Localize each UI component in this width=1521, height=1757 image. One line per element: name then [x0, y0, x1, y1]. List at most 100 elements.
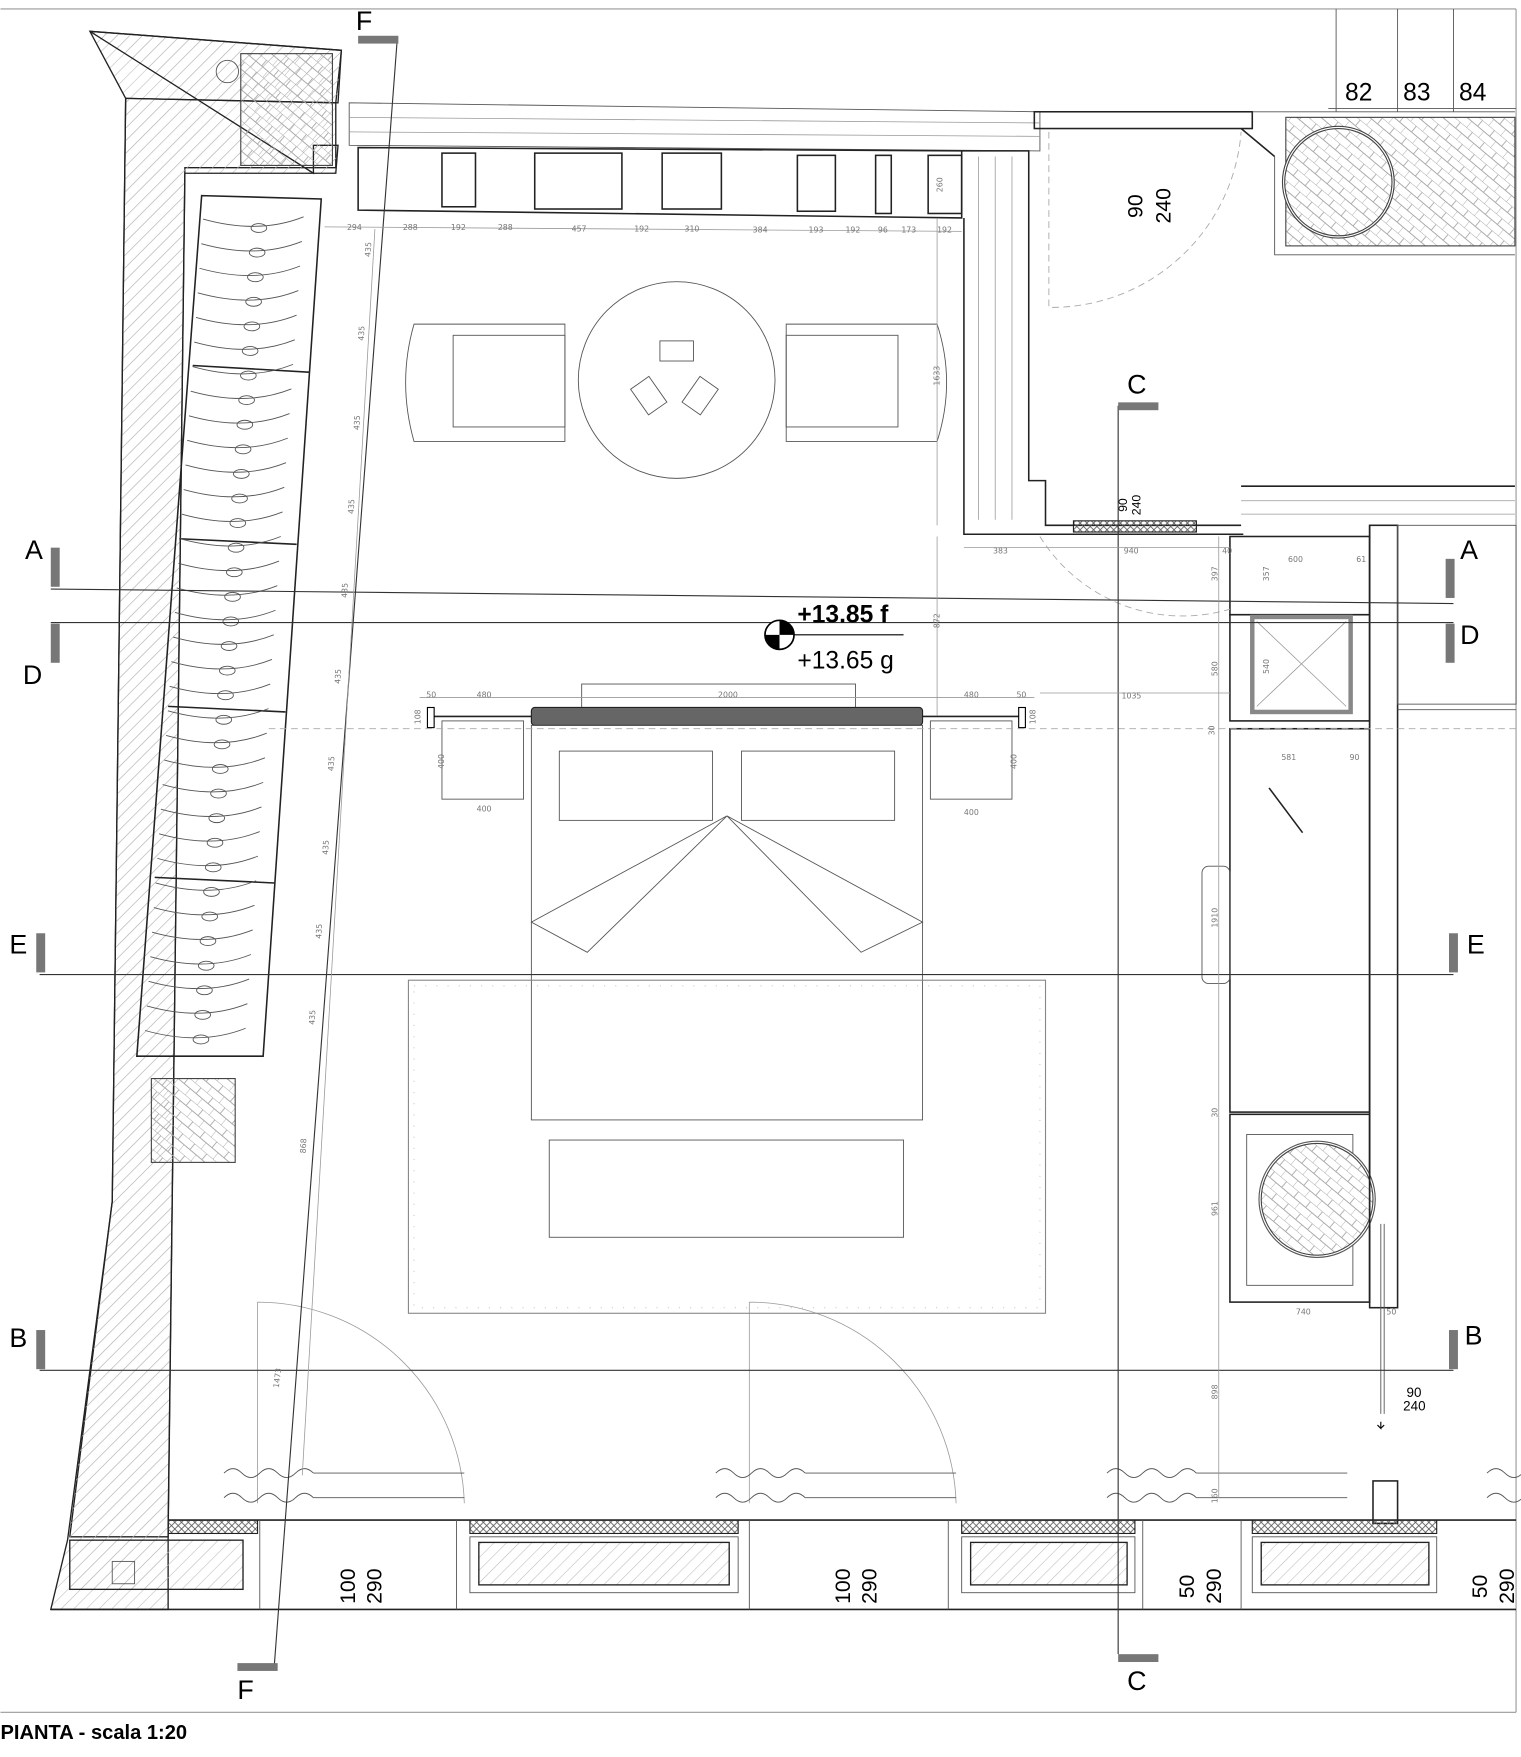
curtains — [223, 1468, 1521, 1503]
svg-text:30: 30 — [1207, 725, 1216, 735]
hanger-hook — [213, 739, 231, 750]
svg-text:40: 40 — [1222, 546, 1232, 555]
svg-text:240: 240 — [1403, 1399, 1425, 1414]
section-label-a-left: A — [25, 535, 43, 565]
svg-text:961: 961 — [1211, 1201, 1220, 1216]
curtain — [1486, 1492, 1521, 1503]
curtain — [715, 1468, 957, 1479]
elevation-upper: +13.85 f — [797, 602, 889, 629]
svg-text:435: 435 — [363, 242, 373, 257]
svg-text:193: 193 — [809, 225, 824, 234]
hanger — [190, 388, 292, 399]
svg-text:1035: 1035 — [1122, 692, 1142, 701]
hanger — [155, 880, 257, 891]
top-wall — [348, 102, 1041, 219]
svg-text:435: 435 — [357, 326, 367, 341]
svg-text:872: 872 — [932, 613, 941, 628]
svg-text:90: 90 — [1116, 498, 1130, 512]
svg-text:192: 192 — [845, 225, 860, 234]
hanger-hook — [211, 764, 229, 774]
hanger — [167, 708, 269, 719]
round-table — [577, 281, 776, 479]
bottom-wall — [50, 1301, 1517, 1611]
hanger — [178, 560, 280, 572]
door-label-right: 90 240 — [1403, 1385, 1425, 1413]
svg-text:1633: 1633 — [932, 366, 941, 386]
hanger-hook — [219, 665, 236, 676]
hanger — [153, 904, 255, 916]
hanger-hook — [231, 493, 248, 504]
armchair-right — [785, 323, 948, 442]
hanger — [183, 486, 285, 498]
section-label-b-left: B — [9, 1323, 27, 1353]
svg-text:108: 108 — [414, 709, 423, 724]
curtain — [1106, 1468, 1348, 1479]
hanger-hook — [210, 788, 227, 799]
window-label-1: 100 290 — [337, 1568, 387, 1603]
armchair-left — [405, 323, 566, 442]
hanger-hook — [203, 886, 220, 897]
svg-text:260: 260 — [936, 177, 945, 192]
svg-text:898: 898 — [1211, 1384, 1220, 1399]
hanger-hook — [229, 518, 247, 528]
hanger — [174, 609, 276, 621]
svg-text:400: 400 — [477, 804, 492, 813]
hanger-hook — [245, 296, 262, 307]
section-label-e-right: E — [1467, 929, 1485, 959]
svg-text:108: 108 — [1028, 709, 1037, 724]
section-label-c-top: C — [1127, 369, 1146, 399]
rug-dots — [413, 985, 1041, 1309]
hanger-hook — [227, 542, 245, 553]
svg-text:384: 384 — [753, 225, 768, 234]
svg-text:192: 192 — [937, 225, 952, 234]
svg-text:288: 288 — [498, 223, 513, 232]
svg-text:1910: 1910 — [1211, 908, 1220, 928]
svg-text:868: 868 — [299, 1138, 309, 1153]
svg-text:192: 192 — [451, 223, 466, 232]
section-label-b-right: B — [1465, 1321, 1483, 1351]
hanger-hook — [215, 714, 233, 725]
right-cabinets — [1201, 485, 1517, 1525]
section-label-a-right: A — [1460, 535, 1478, 565]
curtain — [1106, 1492, 1348, 1503]
svg-text:2000: 2000 — [718, 690, 738, 699]
hanger-hook — [194, 1009, 211, 1020]
svg-text:192: 192 — [634, 224, 649, 233]
svg-text:100: 100 — [337, 1568, 360, 1603]
section-lines — [39, 39, 1454, 1666]
alcove-wall — [961, 8, 1517, 536]
hanger — [146, 1003, 248, 1014]
section-label-d-left: D — [23, 660, 42, 690]
hanger — [150, 954, 252, 965]
svg-text:581: 581 — [1281, 753, 1296, 762]
svg-text:50: 50 — [1176, 1575, 1199, 1599]
section-label-c-bottom: C — [1127, 1666, 1146, 1696]
svg-text:400: 400 — [437, 754, 446, 769]
curtain — [1486, 1468, 1521, 1479]
hanger-hook — [224, 591, 241, 602]
grid-number-84: 84 — [1459, 80, 1486, 107]
svg-text:383: 383 — [993, 546, 1008, 555]
svg-text:435: 435 — [308, 1010, 318, 1025]
hanger-hook — [220, 641, 238, 651]
svg-text:290: 290 — [859, 1568, 882, 1603]
hanger-hook — [226, 567, 243, 578]
svg-text:940: 940 — [1124, 546, 1139, 555]
hanger-hook — [196, 985, 213, 996]
svg-text:740: 740 — [1296, 1307, 1311, 1316]
svg-text:50: 50 — [1386, 1307, 1396, 1316]
hanger — [158, 831, 260, 842]
hanger-hook — [243, 321, 261, 332]
elevation-lower: +13.65 g — [797, 647, 893, 674]
bed — [426, 683, 1026, 1121]
hanger — [169, 683, 271, 695]
svg-text:580: 580 — [1211, 661, 1220, 676]
svg-text:600: 600 — [1288, 555, 1303, 564]
svg-text:290: 290 — [364, 1568, 387, 1603]
hanger-hook — [192, 1034, 210, 1045]
hanger — [181, 511, 283, 522]
svg-text:310: 310 — [684, 224, 699, 233]
hanger — [162, 781, 264, 793]
wardrobe — [135, 194, 323, 1057]
svg-text:480: 480 — [477, 690, 492, 699]
